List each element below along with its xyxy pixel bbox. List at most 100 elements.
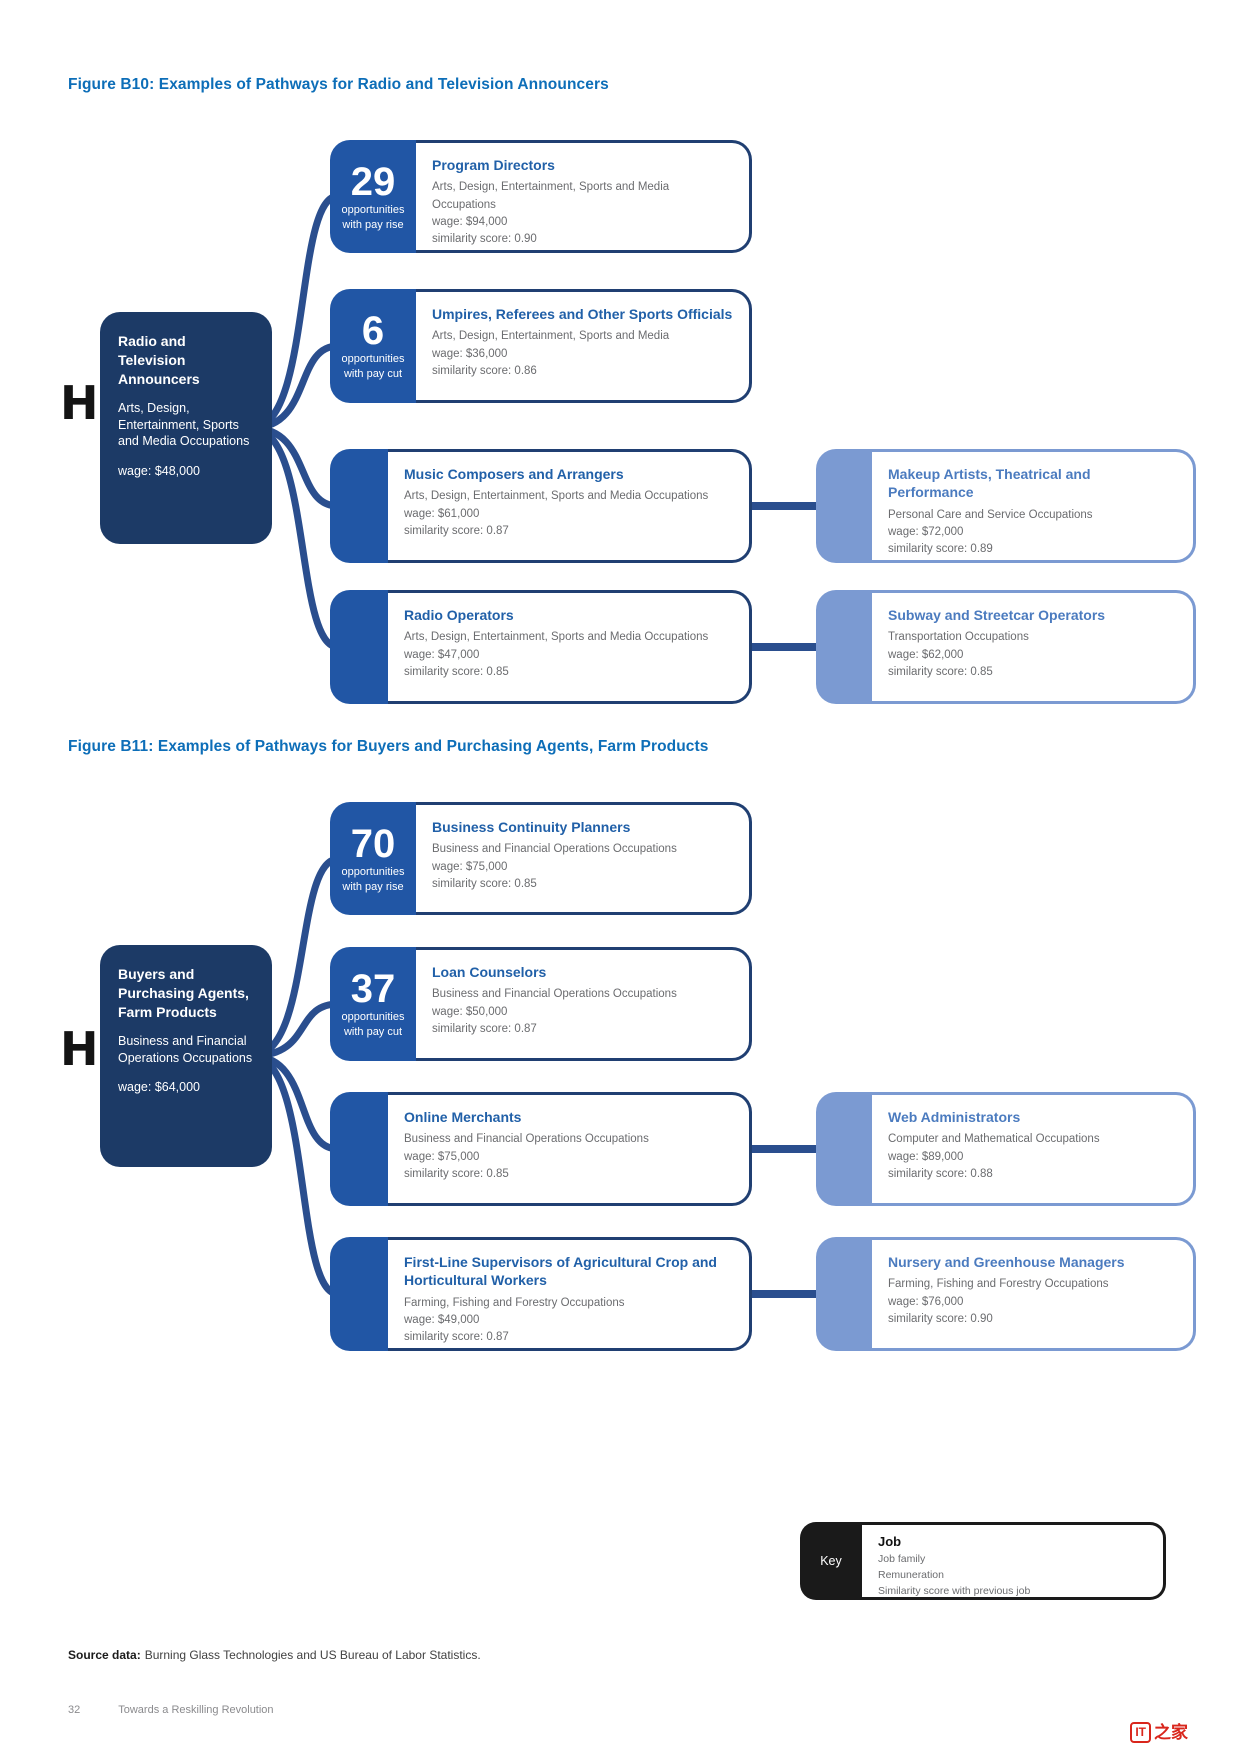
job-similarity: similarity score: 0.87 bbox=[404, 524, 509, 537]
job-similarity: similarity score: 0.89 bbox=[888, 543, 993, 556]
pathway-card-second-step: Nursery and Greenhouse Managers Farming,… bbox=[816, 1237, 1196, 1351]
pathway-card: Radio Operators Arts, Design, Entertainm… bbox=[330, 590, 752, 704]
job-card: Business Continuity Planners Business an… bbox=[416, 802, 752, 915]
job-title: Program Directors bbox=[432, 157, 555, 173]
source-data-note: Source data:Burning Glass Technologies a… bbox=[68, 1648, 481, 1662]
path-tab bbox=[816, 1092, 872, 1206]
pathway-card-second-step: Web Administrators Computer and Mathemat… bbox=[816, 1092, 1196, 1206]
opportunity-label: with pay rise bbox=[342, 880, 404, 893]
job-card: Web Administrators Computer and Mathemat… bbox=[872, 1092, 1196, 1206]
job-family: Arts, Design, Entertainment, Sports and … bbox=[404, 631, 709, 644]
job-wage: wage: $36,000 bbox=[432, 347, 508, 360]
pathway-card-second-step: Subway and Streetcar Operators Transport… bbox=[816, 590, 1196, 704]
opportunity-label: with pay cut bbox=[343, 368, 403, 380]
job-family: Farming, Fishing and Forestry Occupation… bbox=[888, 1278, 1109, 1291]
job-wage: wage: $72,000 bbox=[888, 526, 964, 539]
job-wage: wage: $49,000 bbox=[404, 1314, 480, 1327]
opportunity-label: opportunities bbox=[341, 353, 405, 366]
opportunity-badge: 70 opportunities with pay rise bbox=[330, 802, 416, 915]
job-wage: wage: $61,000 bbox=[404, 507, 480, 520]
job-card: Music Composers and Arrangers Arts, Desi… bbox=[388, 449, 752, 563]
legend-key-tab: Key bbox=[800, 1522, 862, 1600]
ithome-logo-icon: IT bbox=[1130, 1722, 1151, 1743]
path-tab bbox=[330, 1237, 388, 1351]
path-tab bbox=[330, 1092, 388, 1206]
job-family: Arts, Design, Entertainment, Sports and … bbox=[404, 490, 709, 503]
job-similarity: similarity score: 0.86 bbox=[432, 364, 537, 377]
job-title: Subway and Streetcar Operators bbox=[888, 607, 1106, 623]
job-title: Radio Operators bbox=[404, 607, 514, 623]
job-title: Business Continuity Planners bbox=[432, 819, 631, 835]
path-tab bbox=[816, 590, 872, 704]
opportunity-badge: 6 opportunities with pay cut bbox=[330, 289, 416, 403]
job-family: Personal Care and Service Occupations bbox=[888, 508, 1093, 521]
job-wage: wage: $47,000 bbox=[404, 648, 480, 661]
job-similarity: similarity score: 0.85 bbox=[404, 665, 509, 678]
opportunity-label: with pay cut bbox=[343, 1026, 403, 1038]
job-family: Computer and Mathematical Occupations bbox=[888, 1133, 1100, 1146]
figure-b10-title: Figure B10: Examples of Pathways for Rad… bbox=[68, 76, 609, 93]
opportunity-count: 37 bbox=[350, 967, 396, 1012]
opportunity-label: opportunities bbox=[341, 1011, 405, 1024]
job-wage: wage: $50,000 bbox=[432, 1005, 508, 1018]
pathway-card: Music Composers and Arrangers Arts, Desi… bbox=[330, 449, 752, 563]
source-job-wage: wage: $48,000 bbox=[118, 464, 201, 479]
left-bracket-decoration: H bbox=[60, 376, 99, 430]
job-wage: wage: $89,000 bbox=[888, 1150, 964, 1163]
job-family: Transportation Occupations bbox=[888, 631, 1029, 644]
job-title: Umpires, Referees and Other Sports Offic… bbox=[432, 306, 733, 322]
job-wage: wage: $62,000 bbox=[888, 648, 964, 661]
source-job-title: Buyers and Purchasing Agents, Farm Produ… bbox=[118, 966, 249, 1020]
legend-key: Key Job Job family Remuneration Similari… bbox=[800, 1522, 1166, 1600]
legend-job-family-label: Job family bbox=[878, 1553, 926, 1565]
job-family: Business and Financial Operations Occupa… bbox=[432, 843, 677, 856]
job-similarity: similarity score: 0.90 bbox=[432, 233, 537, 246]
opportunity-label: opportunities bbox=[341, 203, 405, 216]
opportunity-label: opportunities bbox=[341, 865, 405, 878]
source-job-card-b10: Radio and Television Announcers Arts, De… bbox=[100, 312, 272, 544]
job-wage: wage: $75,000 bbox=[432, 860, 508, 873]
legend-remuneration-label: Remuneration bbox=[878, 1568, 944, 1581]
path-tab bbox=[816, 449, 872, 563]
job-title: Makeup Artists, Theatrical and Performan… bbox=[888, 466, 1091, 501]
job-title: First-Line Supervisors of Agricultural C… bbox=[404, 1254, 717, 1289]
ithome-watermark-logo: IT 之家 bbox=[1130, 1722, 1188, 1743]
source-job-wage: wage: $64,000 bbox=[118, 1080, 201, 1095]
job-similarity: similarity score: 0.87 bbox=[404, 1331, 509, 1344]
opportunity-badge: 37 opportunities with pay cut bbox=[330, 947, 416, 1061]
opportunity-count: 6 bbox=[361, 309, 385, 354]
page-number: 32 bbox=[68, 1704, 81, 1716]
job-similarity: similarity score: 0.87 bbox=[432, 1022, 537, 1035]
job-card: Loan Counselors Business and Financial O… bbox=[416, 947, 752, 1061]
job-similarity: similarity score: 0.85 bbox=[404, 1167, 509, 1180]
job-title: Nursery and Greenhouse Managers bbox=[888, 1254, 1125, 1270]
job-similarity: similarity score: 0.85 bbox=[432, 877, 537, 890]
job-title: Music Composers and Arrangers bbox=[404, 466, 624, 482]
pathway-card: 29 opportunities with pay rise Program D… bbox=[330, 140, 752, 253]
job-card: Online Merchants Business and Financial … bbox=[388, 1092, 752, 1206]
pathway-card: Online Merchants Business and Financial … bbox=[330, 1092, 752, 1206]
source-data-text: Burning Glass Technologies and US Bureau… bbox=[144, 1648, 481, 1662]
pathway-card: First-Line Supervisors of Agricultural C… bbox=[330, 1237, 752, 1351]
job-card: Subway and Streetcar Operators Transport… bbox=[872, 590, 1196, 704]
opportunity-label: with pay rise bbox=[342, 218, 404, 231]
opportunity-count: 29 bbox=[350, 159, 396, 204]
pathway-card: 37 opportunities with pay cut Loan Couns… bbox=[330, 947, 752, 1061]
job-similarity: similarity score: 0.90 bbox=[888, 1312, 993, 1325]
job-title: Web Administrators bbox=[888, 1109, 1021, 1125]
job-wage: wage: $76,000 bbox=[888, 1295, 964, 1308]
opportunity-badge: 29 opportunities with pay rise bbox=[330, 140, 416, 253]
source-job-family: Business and Financial Operations Occupa… bbox=[118, 1033, 253, 1065]
legend-key-card: Job Job family Remuneration Similarity s… bbox=[862, 1522, 1166, 1600]
report-title: Towards a Reskilling Revolution bbox=[118, 1704, 274, 1716]
source-job-card-b11: Buyers and Purchasing Agents, Farm Produ… bbox=[100, 945, 272, 1167]
job-card: Radio Operators Arts, Design, Entertainm… bbox=[388, 590, 752, 704]
job-family: Arts, Design, Entertainment, Sports and … bbox=[432, 181, 670, 211]
job-family: Arts, Design, Entertainment, Sports and … bbox=[432, 330, 670, 343]
job-similarity: similarity score: 0.88 bbox=[888, 1167, 993, 1180]
job-card: First-Line Supervisors of Agricultural C… bbox=[388, 1237, 752, 1351]
pathway-card: 6 opportunities with pay cut Umpires, Re… bbox=[330, 289, 752, 403]
job-family: Business and Financial Operations Occupa… bbox=[404, 1133, 649, 1146]
figure-b11-title: Figure B11: Examples of Pathways for Buy… bbox=[68, 738, 709, 755]
